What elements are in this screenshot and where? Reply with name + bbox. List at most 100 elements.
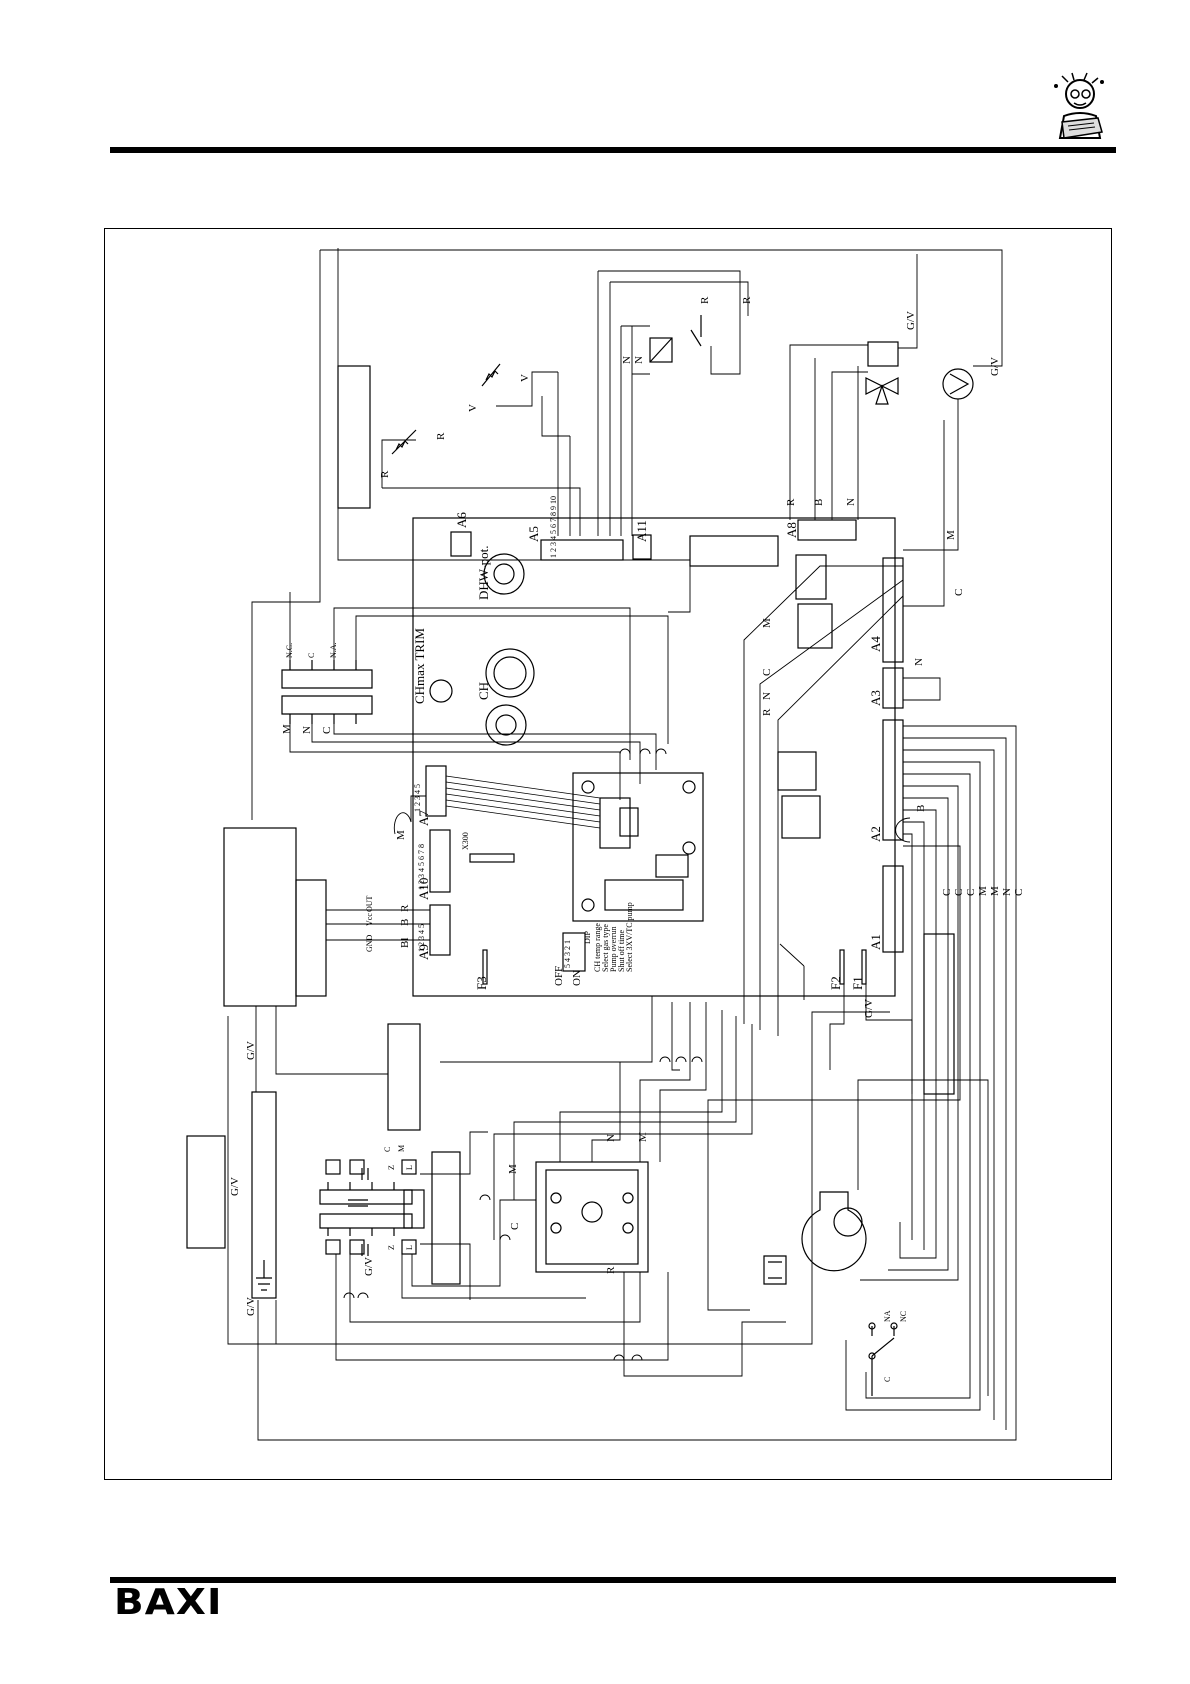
wire-c: C xyxy=(965,889,977,896)
label-x300: X300 xyxy=(461,832,470,850)
board-component xyxy=(795,554,827,600)
terminal-z: Z xyxy=(387,1165,396,1170)
wire-c: C xyxy=(953,889,965,896)
ch-potentiometer xyxy=(485,704,527,746)
wire-n: N xyxy=(913,658,925,666)
transformer-gnd: GND xyxy=(365,934,374,952)
wire-bl: Bl xyxy=(399,938,411,948)
wire-b: B xyxy=(399,919,411,926)
wire-m: M xyxy=(761,618,773,628)
wire-r: R xyxy=(761,708,773,716)
label-a3: A3 xyxy=(868,690,883,706)
connector-a6 xyxy=(450,531,472,557)
pins-a5: 1 2 3 4 5 6 7 8 9 10 xyxy=(549,496,558,558)
label-f2: F2 xyxy=(828,976,843,990)
wire-r: R xyxy=(785,498,797,506)
wire-gv: G/V xyxy=(245,1297,257,1316)
label-a5: A5 xyxy=(526,526,541,542)
board-component xyxy=(781,795,821,839)
wire-c: C xyxy=(953,589,965,596)
label-chmax-trim: CHmax TRIM xyxy=(412,628,427,704)
wire-m: M xyxy=(945,530,957,540)
relay-contact xyxy=(690,315,702,347)
terminal-c: C xyxy=(307,653,316,658)
label-f3: F3 xyxy=(474,976,489,990)
wire-b: B xyxy=(813,499,825,506)
wire-n: N xyxy=(845,498,857,506)
terminal-block-bottom xyxy=(319,1182,413,1236)
label-a7: A7 xyxy=(416,810,431,826)
connector-a8 xyxy=(797,519,857,541)
wire-gv: G/V xyxy=(905,311,917,330)
wire-n: N xyxy=(621,356,633,364)
wire-v: V xyxy=(467,404,479,412)
label-a11: A11 xyxy=(634,520,649,542)
wire-n: N xyxy=(633,356,645,364)
label-a4: A4 xyxy=(868,636,883,652)
terminal-n: N xyxy=(301,726,313,734)
wire-c: C xyxy=(761,669,773,676)
flow-switch-c: C xyxy=(883,1377,892,1382)
wire-c: C xyxy=(1013,889,1025,896)
fuse-f2 xyxy=(839,949,845,985)
connector-a11 xyxy=(632,534,652,560)
label-a6: A6 xyxy=(454,512,469,528)
wire-m: M xyxy=(989,886,1001,896)
connector-a3 xyxy=(882,667,904,709)
terminal-l: L xyxy=(405,1165,414,1170)
dip-numbers: 5 4 3 2 1 xyxy=(563,940,572,968)
footer-rule xyxy=(110,1577,1116,1583)
terminal-m: M xyxy=(281,724,293,734)
wire-n: N xyxy=(605,1134,617,1142)
connector-a9 xyxy=(429,904,451,956)
reading-technician-icon xyxy=(1054,72,1104,139)
three-way-valve-icon xyxy=(865,377,899,405)
gas-valve xyxy=(535,1161,649,1273)
board-capacitor xyxy=(485,648,535,698)
wire-r: R xyxy=(741,296,753,304)
transformer xyxy=(223,827,297,1007)
dip-line-5: Select 3XV/TC pump xyxy=(625,902,634,972)
dhw-potentiometer xyxy=(483,553,525,595)
wire-gv: G/V xyxy=(229,1177,241,1196)
dip-off-label: OFF xyxy=(553,966,565,986)
terminal-nc-dot: N.C. xyxy=(285,643,294,658)
label-f1: F1 xyxy=(850,976,865,990)
wire-b: B xyxy=(915,805,927,812)
label-a1: A1 xyxy=(868,934,883,950)
chmax-trim-potentiometer xyxy=(429,679,453,703)
wire-n: N xyxy=(1001,888,1013,896)
flow-switch-nc: NC xyxy=(899,1311,908,1322)
label-a2: A2 xyxy=(868,826,883,842)
ch-thermistor xyxy=(391,429,417,455)
ignition-electrode xyxy=(387,1023,421,1131)
fuse-f1 xyxy=(861,949,867,985)
terminal-na-dot: N.A. xyxy=(329,642,338,658)
dip-on-label: ON xyxy=(571,970,583,986)
connector-a7 xyxy=(425,765,447,817)
dip-line-1: CH temp range xyxy=(593,923,602,972)
label-a9: A9 xyxy=(416,944,431,960)
connector-a10 xyxy=(429,829,451,893)
terminal-c: C xyxy=(383,1147,392,1152)
wire-gv: G/V xyxy=(363,1257,375,1276)
wire-r: R xyxy=(699,296,711,304)
baxi-logo: BAXI xyxy=(114,1582,223,1623)
connector-x300 xyxy=(469,853,515,863)
label-dhw-pot: DHW-pot. xyxy=(476,545,491,600)
pins-a9: 1 2 3 4 5 xyxy=(417,924,426,952)
flow-switch-na: NA xyxy=(883,1310,892,1322)
wire-gv: G/V xyxy=(863,999,875,1018)
wire-r: R xyxy=(605,1266,617,1274)
terminal-m: M xyxy=(397,1145,406,1152)
connector-a1 xyxy=(882,865,904,953)
fuse-f3 xyxy=(482,949,488,985)
board-side-panel xyxy=(923,933,955,1095)
dip-line-3: Pump overrun xyxy=(609,926,618,972)
board-component xyxy=(797,603,833,649)
display-board xyxy=(572,772,704,922)
label-a8: A8 xyxy=(784,522,799,538)
earth-bar xyxy=(251,1091,277,1299)
dip-line-2: Select gas type xyxy=(601,924,610,972)
